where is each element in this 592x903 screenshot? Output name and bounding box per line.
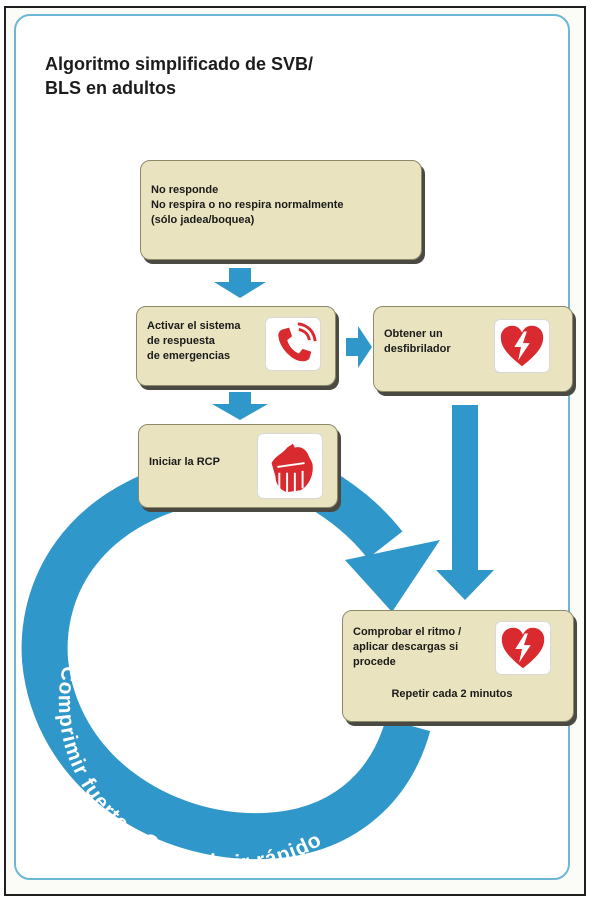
heart-lightning-icon (495, 621, 551, 675)
cpr-cycle-arrowhead (345, 540, 440, 612)
phone-icon (265, 317, 321, 371)
no-responde-line-3: (sólo jadea/boquea) (151, 214, 255, 226)
desfibrilador-line-2: desfibrilador (384, 343, 451, 355)
right-arrow-head (358, 326, 372, 368)
long-down-arrow-head (436, 570, 494, 600)
hands-icon (257, 433, 323, 499)
rcp-line-1: Iniciar la RCP (149, 456, 220, 468)
activar-line-3: de emergencias (147, 350, 231, 362)
down-arrow-1-head (214, 282, 266, 298)
activar-line-2: de respuesta (147, 335, 215, 347)
cpr-cycle-ring (21, 460, 431, 860)
right-arrow-shaft (346, 338, 358, 356)
step-desfibrilador: Obtener un desfibrilador (373, 306, 573, 392)
page-title: Algoritmo simplificado de SVB/ BLS en ad… (45, 52, 405, 100)
step-comprobar-ritmo: Comprobar el ritmo / aplicar descargas s… (342, 610, 574, 722)
heart-lightning-icon (494, 319, 550, 373)
step-iniciar-rcp: Iniciar la RCP (138, 424, 338, 508)
ritmo-line-1: Comprobar el ritmo / (353, 626, 462, 638)
step-activar-emergencias: Activar el sistema de respuesta de emerg… (136, 306, 336, 386)
down-arrow-2-shaft (229, 392, 251, 404)
activar-line-1: Activar el sistema (147, 320, 241, 332)
step-no-responde: No responde No respira o no respira norm… (140, 160, 422, 260)
title-line-1: Algoritmo simplificado de SVB/ (45, 54, 314, 74)
long-down-arrow-shaft (452, 405, 478, 570)
title-line-2: BLS en adultos (45, 78, 177, 98)
desfibrilador-line-1: Obtener un (384, 328, 443, 340)
no-responde-line-2: No respira o no respira normalmente (151, 199, 344, 211)
ritmo-line-2: aplicar descargas si (353, 641, 459, 653)
down-arrow-2-head (212, 404, 268, 420)
no-responde-line-1: No responde (151, 184, 219, 196)
down-arrow-1-shaft (229, 268, 251, 282)
repeat-label: Repetir cada 2 minutos (391, 688, 513, 700)
ritmo-line-3: procede (353, 656, 396, 668)
